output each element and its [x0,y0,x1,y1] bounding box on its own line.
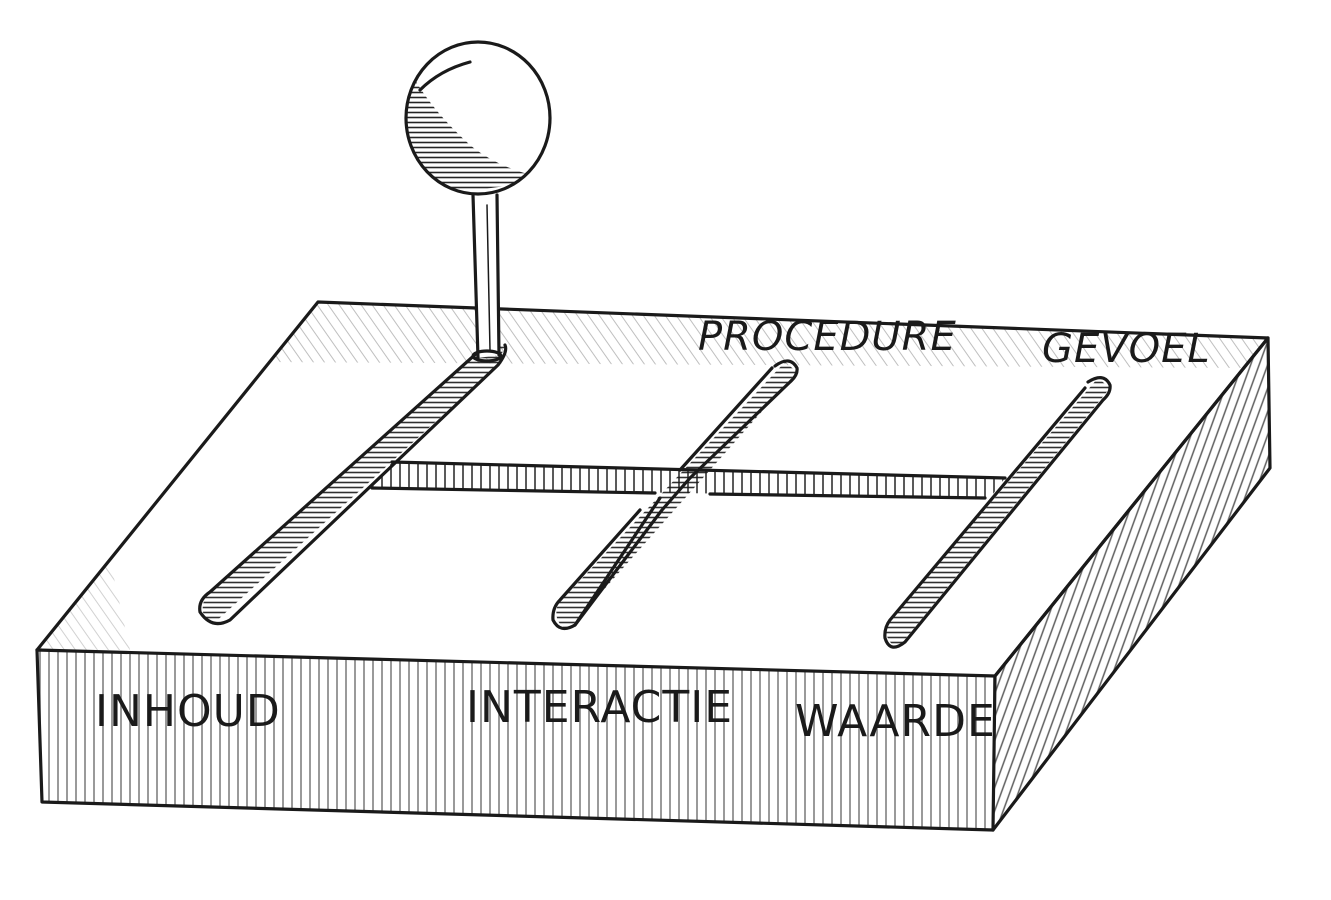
board [35,300,1272,832]
shift-gate-slots [198,343,1112,649]
lever-shaft [473,195,499,358]
lever-knob[interactable] [400,40,552,200]
slot-gevoel-waarde [886,378,1110,648]
label-waarde: WAARDE [795,696,996,747]
label-inhoud: INHOUD [95,686,281,737]
board-front-face [37,650,995,830]
label-procedure: PROCEDURE [698,314,957,360]
board-side-face [993,338,1270,830]
label-interactie: INTERACTIE [466,682,733,733]
gear-labels: PROCEDURE GEVOEL INHOUD INTERACTIE WAARD… [95,314,1211,747]
label-gevoel: GEVOEL [1042,326,1211,372]
shift-lever[interactable] [400,40,552,363]
slot-inhoud [202,345,505,625]
